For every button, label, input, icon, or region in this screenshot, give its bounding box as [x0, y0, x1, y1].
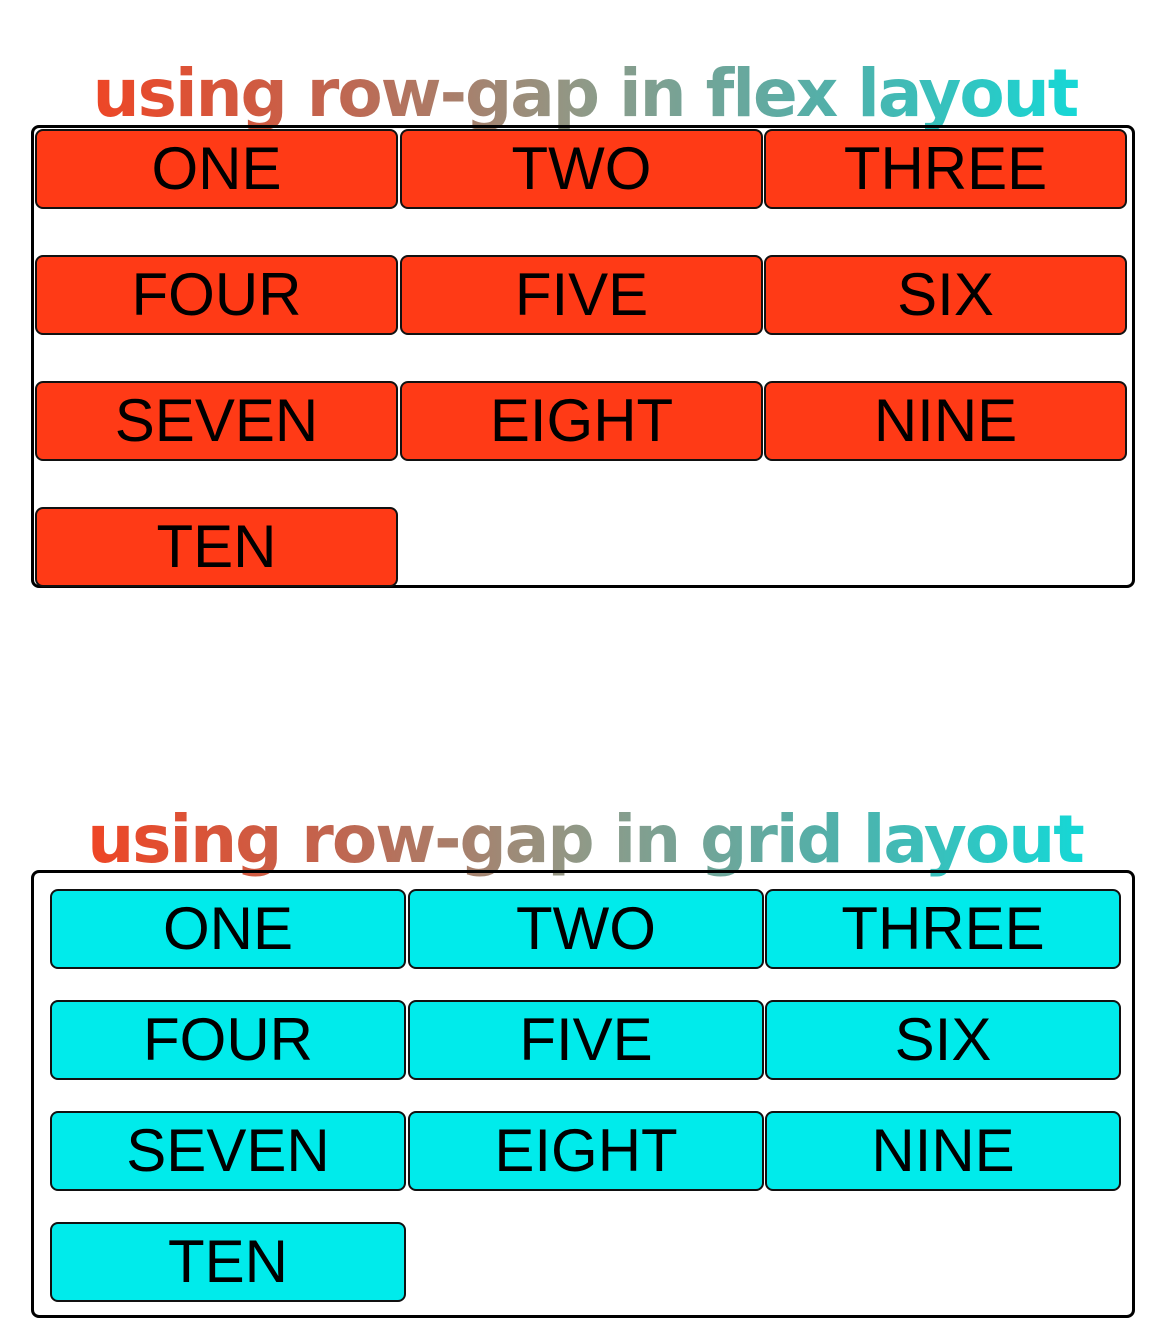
grid-container: ONE TWO THREE FOUR FIVE SIX SEVEN EIGHT …	[31, 870, 1135, 1318]
grid-item-five: FIVE	[408, 1000, 764, 1080]
flex-item-six: SIX	[764, 255, 1127, 335]
flex-item-four: FOUR	[35, 255, 398, 335]
flex-section-title: using row-gap in flex layout	[0, 54, 1170, 134]
flex-item-one: ONE	[35, 129, 398, 209]
grid-item-two: TWO	[408, 889, 764, 969]
flex-item-eight: EIGHT	[400, 381, 763, 461]
grid-section-title: using row-gap in grid layout	[0, 800, 1170, 880]
flex-item-ten: TEN	[35, 507, 398, 587]
flex-container: ONE TWO THREE FOUR FIVE SIX SEVEN EIGHT …	[31, 125, 1135, 588]
grid-item-seven: SEVEN	[50, 1111, 406, 1191]
grid-item-one: ONE	[50, 889, 406, 969]
flex-item-seven: SEVEN	[35, 381, 398, 461]
grid-item-ten: TEN	[50, 1222, 406, 1302]
grid-item-four: FOUR	[50, 1000, 406, 1080]
grid-item-nine: NINE	[765, 1111, 1121, 1191]
grid-item-eight: EIGHT	[408, 1111, 764, 1191]
flex-item-five: FIVE	[400, 255, 763, 335]
flex-item-three: THREE	[764, 129, 1127, 209]
flex-item-nine: NINE	[764, 381, 1127, 461]
grid-item-three: THREE	[765, 889, 1121, 969]
grid-item-six: SIX	[765, 1000, 1121, 1080]
flex-item-two: TWO	[400, 129, 763, 209]
